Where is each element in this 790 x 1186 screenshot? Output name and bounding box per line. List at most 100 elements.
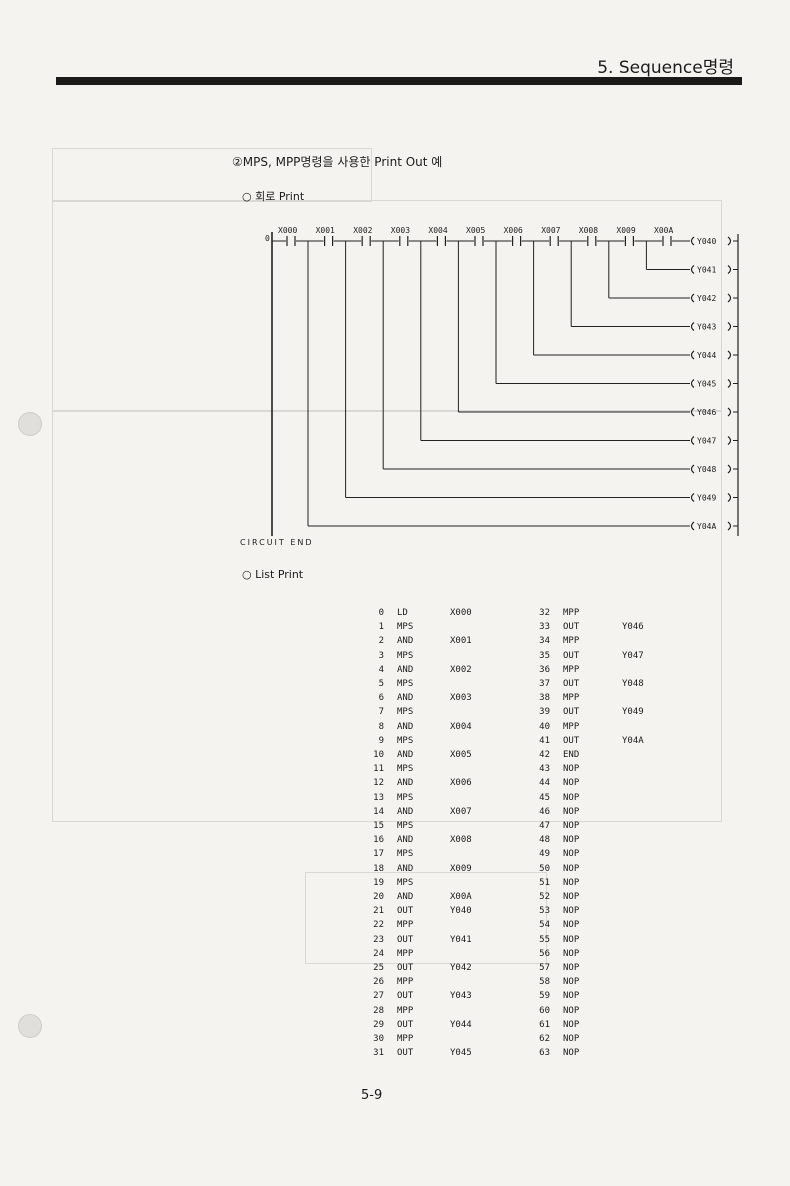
coil-left xyxy=(690,379,695,388)
step-number: 21 xyxy=(373,906,384,917)
instruction-operand: X006 xyxy=(450,778,472,789)
step-number: 10 xyxy=(373,750,384,760)
coil-right xyxy=(727,436,732,445)
instruction-mnemonic: MPS xyxy=(397,792,414,803)
contact-gap xyxy=(436,236,447,246)
instruction-mnemonic: AND xyxy=(397,892,414,902)
instruction-mnemonic: MPP xyxy=(397,920,414,931)
step-number: 19 xyxy=(373,877,384,888)
instruction-mnemonic: NOP xyxy=(563,1034,580,1044)
instruction-mnemonic: AND xyxy=(397,806,414,817)
step-number: 29 xyxy=(373,1019,384,1030)
step-number: 24 xyxy=(373,948,384,959)
instruction-mnemonic: MPS xyxy=(397,679,414,689)
instruction-mnemonic: MPS xyxy=(397,877,414,888)
step-number: 15 xyxy=(373,821,384,831)
contact-gap xyxy=(398,236,409,246)
instruction-mnemonic: OUT xyxy=(397,934,414,945)
contact-gap xyxy=(624,236,635,246)
instruction-mnemonic: MPP xyxy=(397,1005,414,1016)
step-number: 63 xyxy=(539,1048,550,1059)
instruction-mnemonic: NOP xyxy=(563,892,580,902)
coil-label: Y041 xyxy=(697,266,716,275)
step-number: 49 xyxy=(539,849,550,860)
contact-gap xyxy=(474,236,484,246)
step-number: 48 xyxy=(539,835,550,846)
coil-label: Y044 xyxy=(697,351,716,360)
instruction-operand: Y043 xyxy=(450,991,472,1002)
chapter-title: 5. Sequence명령 xyxy=(597,58,734,78)
contact-label: X005 xyxy=(466,226,485,235)
instruction-operand: X005 xyxy=(450,750,472,760)
instruction-mnemonic: NOP xyxy=(563,806,580,817)
coil-right xyxy=(727,464,732,474)
step-number: 38 xyxy=(539,693,550,704)
instruction-mnemonic: NOP xyxy=(563,1019,580,1030)
instruction-operand: Y049 xyxy=(622,707,644,718)
contact-label: X000 xyxy=(278,226,297,235)
coil-label: Y047 xyxy=(697,437,716,446)
instruction-operand: X007 xyxy=(450,806,472,817)
contact-gap xyxy=(286,236,296,246)
instruction-operand: X008 xyxy=(450,835,472,846)
coil-label: Y04A xyxy=(697,522,716,531)
contact-label: X001 xyxy=(316,226,335,235)
instruction-mnemonic: NOP xyxy=(563,821,580,831)
contact-gap xyxy=(511,236,522,246)
contact-gap xyxy=(549,236,560,246)
page-number: 5-9 xyxy=(361,1088,383,1103)
step-number: 0 xyxy=(378,608,384,618)
instruction-mnemonic: OUT xyxy=(397,906,414,917)
step-number: 25 xyxy=(373,963,384,973)
step-number: 59 xyxy=(539,991,550,1002)
step-number: 5 xyxy=(378,679,384,689)
step-number: 3 xyxy=(378,650,384,661)
coil-left xyxy=(690,493,695,502)
step-number: 45 xyxy=(539,792,550,803)
contact-label: X004 xyxy=(428,226,447,235)
instruction-mnemonic: NOP xyxy=(563,849,580,860)
step-number: 8 xyxy=(378,721,384,732)
instruction-operand: Y046 xyxy=(622,622,644,633)
step-number: 11 xyxy=(373,764,384,775)
instruction-mnemonic: NOP xyxy=(563,835,580,846)
instruction-operand: X003 xyxy=(450,693,472,704)
contact-label: X006 xyxy=(504,226,523,235)
instruction-mnemonic: NOP xyxy=(563,764,580,775)
instruction-mnemonic: MPP xyxy=(563,721,580,732)
instruction-mnemonic: MPS xyxy=(397,821,414,831)
instruction-mnemonic: LD xyxy=(397,608,408,618)
coil-label: Y049 xyxy=(697,494,716,503)
step-number: 32 xyxy=(539,608,550,618)
circuit-end-label: CIRCUIT END xyxy=(240,538,314,547)
step-number: 22 xyxy=(373,920,384,931)
step-number: 58 xyxy=(539,977,550,988)
coil-left xyxy=(690,265,695,274)
instruction-mnemonic: NOP xyxy=(563,792,580,803)
step-number: 26 xyxy=(373,977,384,988)
instruction-mnemonic: MPP xyxy=(397,948,414,959)
step-number: 39 xyxy=(539,707,550,718)
step-number: 7 xyxy=(378,707,384,718)
contact-label: X00A xyxy=(654,226,673,235)
coil-right xyxy=(727,322,732,331)
instruction-operand: Y047 xyxy=(622,650,644,661)
bleed-through-grid xyxy=(52,200,722,412)
coil-right xyxy=(727,350,732,360)
coil-left xyxy=(690,293,695,303)
step-number: 23 xyxy=(373,934,384,945)
instruction-operand: X009 xyxy=(450,863,472,874)
bleed-through-diagram xyxy=(52,410,722,822)
step-number: 30 xyxy=(373,1034,384,1044)
coil-left xyxy=(690,322,695,331)
step-number: 41 xyxy=(539,735,550,746)
coil-label: Y040 xyxy=(697,237,716,246)
instruction-mnemonic: NOP xyxy=(563,863,580,874)
binder-hole-top xyxy=(18,412,42,436)
instruction-operand: Y045 xyxy=(450,1048,472,1059)
step-number: 13 xyxy=(373,792,384,803)
coil-left xyxy=(690,350,695,360)
bleed-through-table xyxy=(52,148,372,202)
